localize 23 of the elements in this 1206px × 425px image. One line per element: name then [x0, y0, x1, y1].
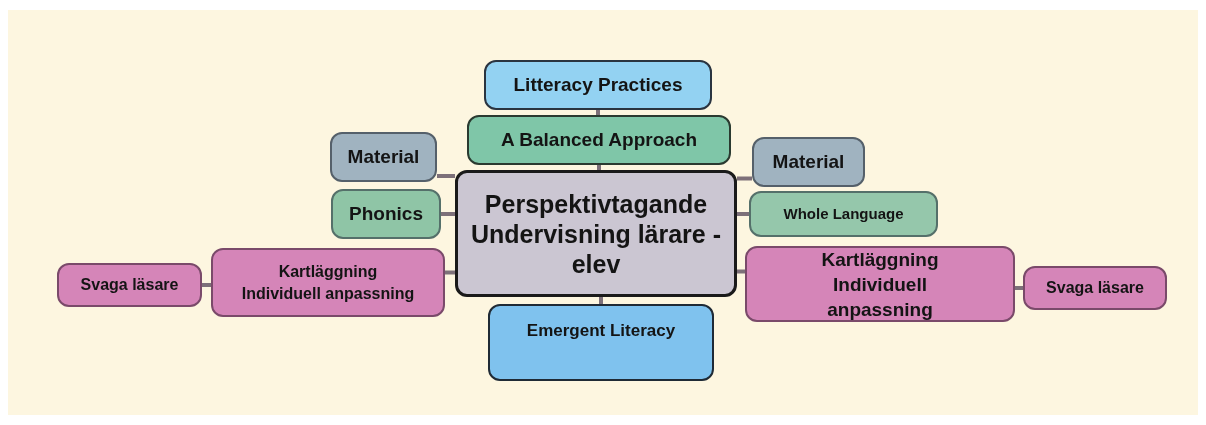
topic-box: A Balanced Approach: [467, 115, 731, 165]
topic-box: Emergent Literacy: [488, 304, 714, 381]
connector-line: [737, 212, 749, 216]
topic-box: Svaga läsare: [57, 263, 202, 307]
topic-box: Material: [330, 132, 437, 182]
connector-line: [596, 110, 600, 115]
topic-box: Kartläggning Individuell anpassning: [211, 248, 445, 317]
connector-line: [1015, 286, 1023, 290]
central-topic-box: Perspektivtagande Undervisning lärare - elev: [455, 170, 737, 297]
connector-line: [599, 297, 603, 304]
topic-box: Svaga läsare: [1023, 266, 1167, 310]
topic-box: Whole Language: [749, 191, 938, 237]
connector-line: [202, 283, 211, 287]
connector-line: [737, 269, 745, 274]
connector-line: [597, 165, 601, 170]
connector-line: [445, 270, 455, 275]
topic-box: Kartläggning Individuell anpassning: [745, 246, 1015, 322]
connector-line: [441, 212, 455, 216]
connector-line: [737, 176, 752, 181]
topic-box: Material: [752, 137, 865, 187]
topic-box: Litteracy Practices: [484, 60, 712, 110]
connector-line: [437, 174, 455, 178]
topic-box: Phonics: [331, 189, 441, 239]
